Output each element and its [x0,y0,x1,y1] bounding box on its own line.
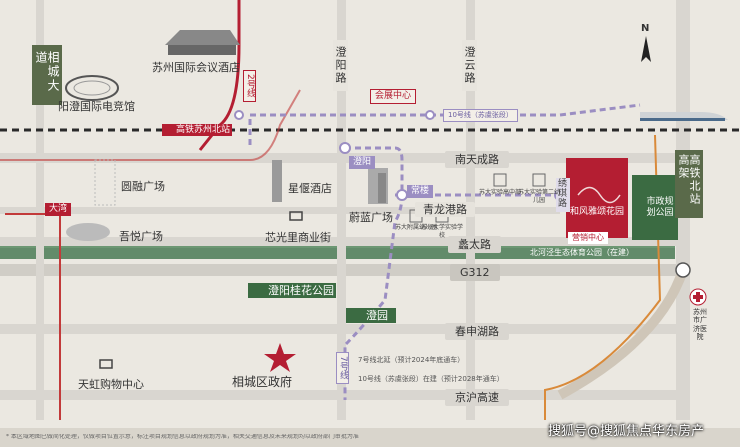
road-qinglonggang [0,207,560,214]
compass-label: N [641,23,650,34]
label-beihe-park: 北河泾生态体育公园（在建） [530,248,634,257]
road-chengyang [337,0,346,420]
road-label-chunshenhu: 春申湖路 [445,323,509,340]
school-label: 苏州大学实验学校 [421,224,464,239]
road-label-chengyun: 澄云路 [462,40,477,91]
metro-plan-line10: 10号线（苏虞张段）在建（预计2028年通车） [358,375,504,383]
label-tianhong: 天虹购物中心 [78,378,144,391]
label-municipal-park: 市政规划公园 [646,197,674,218]
road-label-hsr-elevated: 高铁北站高架 [675,150,703,218]
station-chengyang: 澄阳 [349,156,376,169]
station-dawan: 大湾 [45,203,72,216]
label-convention: 苏州国际会议酒店 [152,61,240,74]
school-label: 苏大实验高中部 [479,189,522,196]
metro-label-line7: 7号线 [336,352,349,384]
station-changlou: 常楼 [407,185,434,198]
metro-line-2 [198,0,241,151]
station-huizhan: 会展中心 [370,89,417,104]
govt-star [264,343,296,372]
road-label-chengyang: 澄阳路 [333,40,348,91]
road-label-jinghu: 京沪高速 [445,389,509,406]
disclaimer: * 本区域地图已做简化处理，仅做项目位置示意，标注项目规划信息以政府规划为准，相… [6,434,359,440]
station-xiuqi: 绣琪路 [556,178,570,212]
label-guihua-park: 澄阳桂花公园 [268,284,334,297]
label-weilan: 蔚蓝广场 [349,211,393,224]
label-xingyu: 星偃酒店 [288,182,332,195]
road-label-xutai: 蠡太路 [448,236,501,253]
station-hsr-north: 高铁苏州北站 [176,125,231,135]
label-chengyuan: 澄园 [366,309,388,322]
road-label-xiangcheng: 相城大道 [32,45,62,105]
label-esports: 阳澄国际电竞馆 [58,100,135,113]
metro-plan-line7: 7号线北延（预计2024年底通车） [358,356,465,364]
road-label-qinglonggang: 青龙港路 [415,202,475,217]
watermark: 搜狐号@搜狐焦点华东房产 [548,424,705,439]
compass-needle [641,36,651,62]
school-label: 苏大附属幼儿园 [395,224,438,231]
project-name: 和风雅颂花园 [570,207,625,217]
metro-label-line2: 2号线 [243,70,256,102]
road-label-g312: G312 [450,264,500,281]
road-label-nantiancheng: 南天成路 [445,151,509,168]
metro-line-7 [343,146,404,400]
road-xiangcheng [36,0,44,420]
project-sales-center: 营销中心 [568,232,608,244]
label-yuanrong: 圆融广场 [121,180,165,193]
metro-line-10 [248,103,641,145]
school-label: 苏大实验第二幼儿园 [518,189,561,204]
label-xinguangli: 芯光里商业街 [265,231,331,244]
metro-label-line10: 10号线（苏虞张段） [443,109,518,122]
label-hospital: 苏州市广济医院 [693,308,707,342]
label-wuyue: 吾悦广场 [119,230,163,243]
label-govt: 相城区政府 [232,375,293,389]
municipal-park-block [632,175,678,240]
